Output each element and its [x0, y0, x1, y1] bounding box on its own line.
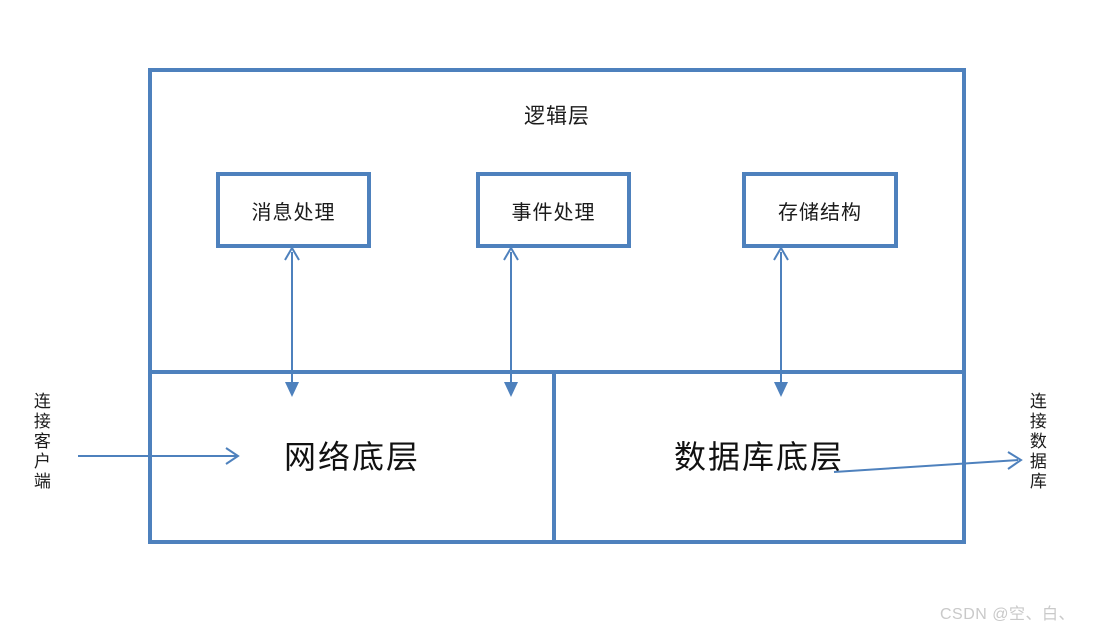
module-box-storage-structure: 存储结构 [742, 172, 898, 248]
logic-layer-title: 逻辑层 [524, 104, 590, 128]
bottom-layer-label: 网络底层 [283, 439, 420, 475]
connector-database-outbound-icon [833, 451, 1023, 473]
logic-layer-frame [148, 68, 966, 544]
module-box-event-processing: 事件处理 [476, 172, 631, 248]
module-label: 存储结构 [778, 201, 862, 224]
bottom-layer-database: 数据库底层 [556, 425, 962, 485]
watermark: CSDN @空、白、 [939, 606, 1075, 623]
module-box-message-processing: 消息处理 [216, 172, 371, 248]
module-label: 消息处理 [251, 201, 336, 224]
connector-client-inbound-icon [78, 447, 240, 465]
bottom-layer-divider-vertical [552, 372, 556, 544]
caption-connect-database: 连接数据库 [1026, 392, 1046, 492]
bottom-layer-network: 网络底层 [152, 425, 552, 485]
layer-divider-horizontal [148, 370, 966, 374]
caption-connect-client: 连接客户端 [30, 392, 50, 492]
connector-storage-to-database-icon [773, 246, 789, 397]
connector-event-to-network-icon [503, 246, 519, 397]
bottom-layer-label: 数据库底层 [673, 439, 844, 475]
module-label: 事件处理 [511, 201, 596, 224]
connector-message-to-network-icon [284, 246, 300, 397]
